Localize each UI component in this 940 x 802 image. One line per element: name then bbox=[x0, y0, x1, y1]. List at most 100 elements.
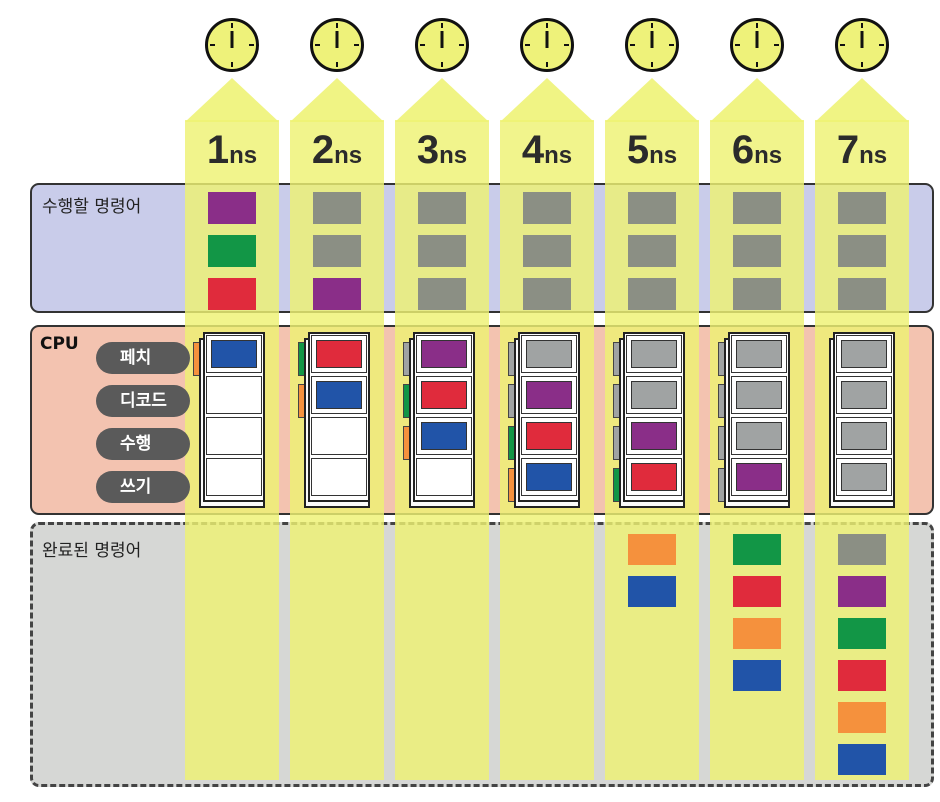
clock-tick bbox=[249, 44, 254, 46]
pipeline-stage-slot bbox=[626, 335, 682, 373]
completed-instruction-square bbox=[838, 618, 886, 649]
pipeline-stage-slot bbox=[206, 417, 262, 455]
pipeline-instruction bbox=[526, 422, 572, 450]
clock-icon bbox=[310, 18, 364, 72]
completed-instruction-square bbox=[838, 534, 886, 565]
pipeline-instruction bbox=[211, 340, 257, 368]
pipeline-instruction bbox=[841, 381, 887, 409]
pipeline-stage-slot bbox=[416, 458, 472, 496]
time-label: 6ns bbox=[707, 128, 807, 173]
clock-hand bbox=[335, 31, 339, 48]
clock-tick bbox=[861, 23, 863, 28]
time-unit: ns bbox=[859, 142, 888, 169]
pipeline-stage-slot bbox=[416, 417, 472, 455]
time-label: 7ns bbox=[812, 128, 912, 173]
pending-instruction-square bbox=[418, 235, 466, 267]
pipeline-stage-slot bbox=[416, 376, 472, 414]
pipeline-stage-slot bbox=[311, 376, 367, 414]
completed-instruction-square bbox=[838, 576, 886, 607]
pipeline-instruction bbox=[421, 381, 467, 409]
pending-instructions-label: 수행할 명령어 bbox=[42, 197, 142, 217]
time-column-arrow bbox=[185, 78, 279, 122]
pipeline-instruction bbox=[631, 463, 677, 491]
pending-instruction-square bbox=[208, 278, 256, 310]
pipeline-instruction bbox=[526, 381, 572, 409]
clock-tick bbox=[879, 44, 884, 46]
pending-instruction-square bbox=[733, 235, 781, 267]
pending-instruction-square bbox=[838, 192, 886, 224]
pipeline-instruction bbox=[526, 340, 572, 368]
pending-instruction-square bbox=[628, 278, 676, 310]
pipeline-instruction bbox=[631, 340, 677, 368]
clock-icon bbox=[625, 18, 679, 72]
pipeline-instruction bbox=[421, 422, 467, 450]
stage-execute-pill: 수행 bbox=[96, 428, 190, 460]
clock-tick bbox=[210, 44, 215, 46]
pipeline-stage-slot bbox=[206, 335, 262, 373]
completed-instruction-square bbox=[838, 702, 886, 733]
clock-icon bbox=[730, 18, 784, 72]
pipeline-instruction bbox=[631, 422, 677, 450]
completed-instruction-square bbox=[733, 534, 781, 565]
clock-tick bbox=[336, 62, 338, 67]
clock-icon bbox=[205, 18, 259, 72]
cpu-label: CPU bbox=[40, 334, 79, 354]
time-value: 5 bbox=[626, 128, 650, 172]
stage-write-pill: 쓰기 bbox=[96, 471, 190, 503]
clock-tick bbox=[525, 44, 530, 46]
pending-instruction-square bbox=[628, 192, 676, 224]
pending-instruction-square bbox=[208, 235, 256, 267]
clock-tick bbox=[564, 44, 569, 46]
clock-tick bbox=[669, 44, 674, 46]
clock-tick bbox=[651, 62, 653, 67]
stage-decode-pill: 디코드 bbox=[96, 385, 190, 417]
pipeline-stage-slot bbox=[836, 458, 892, 496]
pipeline-instruction bbox=[841, 340, 887, 368]
pipeline-instruction bbox=[316, 463, 362, 491]
clock-tick bbox=[354, 44, 359, 46]
clock-icon bbox=[835, 18, 889, 72]
pending-instruction-square bbox=[313, 192, 361, 224]
pipeline-instruction bbox=[211, 422, 257, 450]
time-value: 2 bbox=[311, 128, 335, 172]
time-label: 5ns bbox=[602, 128, 702, 173]
pipeline-stage-slot bbox=[206, 458, 262, 496]
time-label: 4ns bbox=[497, 128, 597, 173]
pipeline-instruction bbox=[211, 381, 257, 409]
pipeline-stage-slot bbox=[521, 417, 577, 455]
clock-tick bbox=[861, 62, 863, 67]
time-column-arrow bbox=[500, 78, 594, 122]
time-unit: ns bbox=[649, 142, 678, 169]
pending-instruction-square bbox=[523, 192, 571, 224]
pending-instruction-square bbox=[838, 278, 886, 310]
clock-hand bbox=[755, 31, 759, 48]
pipeline-instruction bbox=[211, 463, 257, 491]
clock-hand bbox=[860, 31, 864, 48]
pipeline-instruction bbox=[526, 463, 572, 491]
time-value: 7 bbox=[836, 128, 860, 172]
pipeline-stage-slot bbox=[731, 376, 787, 414]
pipeline-stage-slot bbox=[626, 376, 682, 414]
pipeline-stage-slot bbox=[416, 335, 472, 373]
pipeline-instruction bbox=[631, 381, 677, 409]
pipeline-stage-slot bbox=[521, 376, 577, 414]
pipeline-stage-slot bbox=[311, 458, 367, 496]
clock-tick bbox=[441, 23, 443, 28]
completed-instruction-square bbox=[628, 534, 676, 565]
clock-hand bbox=[650, 31, 654, 48]
pending-instruction-square bbox=[733, 278, 781, 310]
pending-instruction-square bbox=[418, 278, 466, 310]
completed-instruction-square bbox=[733, 618, 781, 649]
clock-tick bbox=[546, 62, 548, 67]
completed-instruction-square bbox=[733, 576, 781, 607]
pipeline-stage-slot bbox=[521, 458, 577, 496]
pipeline-instruction bbox=[736, 463, 782, 491]
pending-instruction-square bbox=[208, 192, 256, 224]
clock-hand bbox=[230, 31, 234, 48]
pipeline-instruction bbox=[421, 340, 467, 368]
pipeline-stage-slot bbox=[521, 335, 577, 373]
clock-tick bbox=[756, 62, 758, 67]
time-value: 4 bbox=[521, 128, 545, 172]
pipeline-stage-slot bbox=[206, 376, 262, 414]
stage-fetch-pill: 페치 bbox=[96, 342, 190, 374]
